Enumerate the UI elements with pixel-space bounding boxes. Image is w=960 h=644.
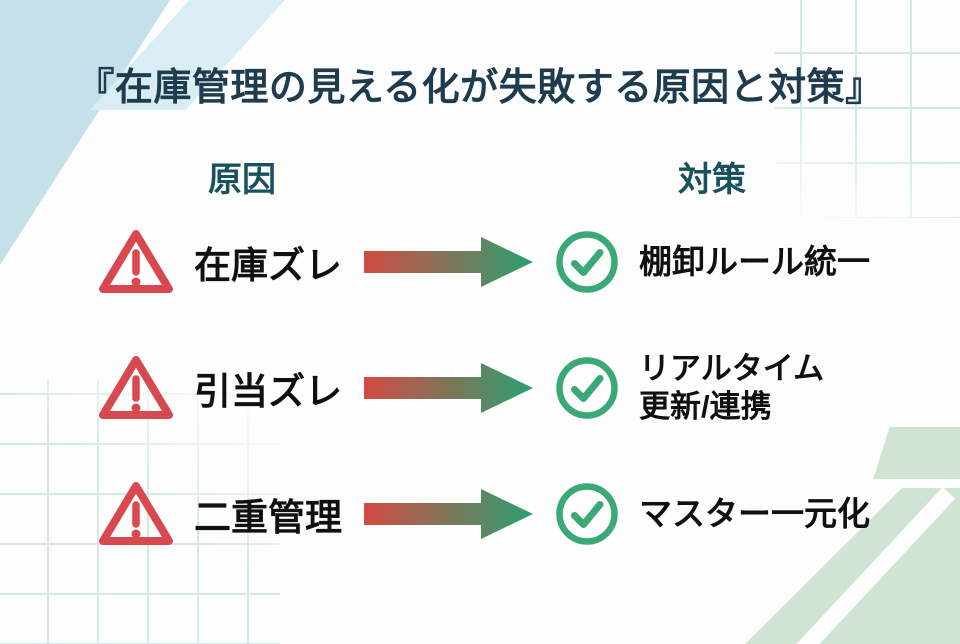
cause-measure-row: 引当ズレ リアルタイム 更新/連携 [0,323,960,453]
measure-label: リアルタイム 更新/連携 [639,350,824,426]
warning-triangle-icon [97,353,175,423]
check-circle-icon [555,482,619,546]
cause-measure-row: 在庫ズレ 棚卸ルール統一 [0,197,960,327]
measures-column-header: 対策 [678,161,746,199]
warning-triangle-icon [97,479,175,549]
arrow-right-icon [364,360,536,416]
check-circle-icon [555,356,619,420]
check-circle-icon [555,230,619,294]
measure-label-line1: マスター一元化 [639,494,870,532]
grid-pattern-bottom-left [0,379,280,644]
measure-label-line1: 棚卸ルール統一 [639,242,870,280]
measure-label: 棚卸ルール統一 [639,242,870,282]
cause-label: 引当ズレ [194,371,342,412]
grid-pattern-top-right [775,0,960,218]
causes-column-header: 原因 [208,161,276,199]
cause-label: 在庫ズレ [194,245,342,286]
arrow-right-icon [364,234,536,290]
measure-label-line2: 更新/連携 [639,389,772,424]
cause-measure-row: 二重管理 マスター一元化 [0,449,960,579]
warning-triangle-icon [97,227,175,297]
deco-band-bottom-right-small [873,427,960,479]
measure-label-line1: リアルタイム [639,351,825,387]
page-title: 『在庫管理の見える化が失敗する原因と対策』 [76,67,884,109]
measure-label: マスター一元化 [639,494,870,534]
cause-label: 二重管理 [194,497,342,538]
arrow-right-icon [364,486,536,542]
